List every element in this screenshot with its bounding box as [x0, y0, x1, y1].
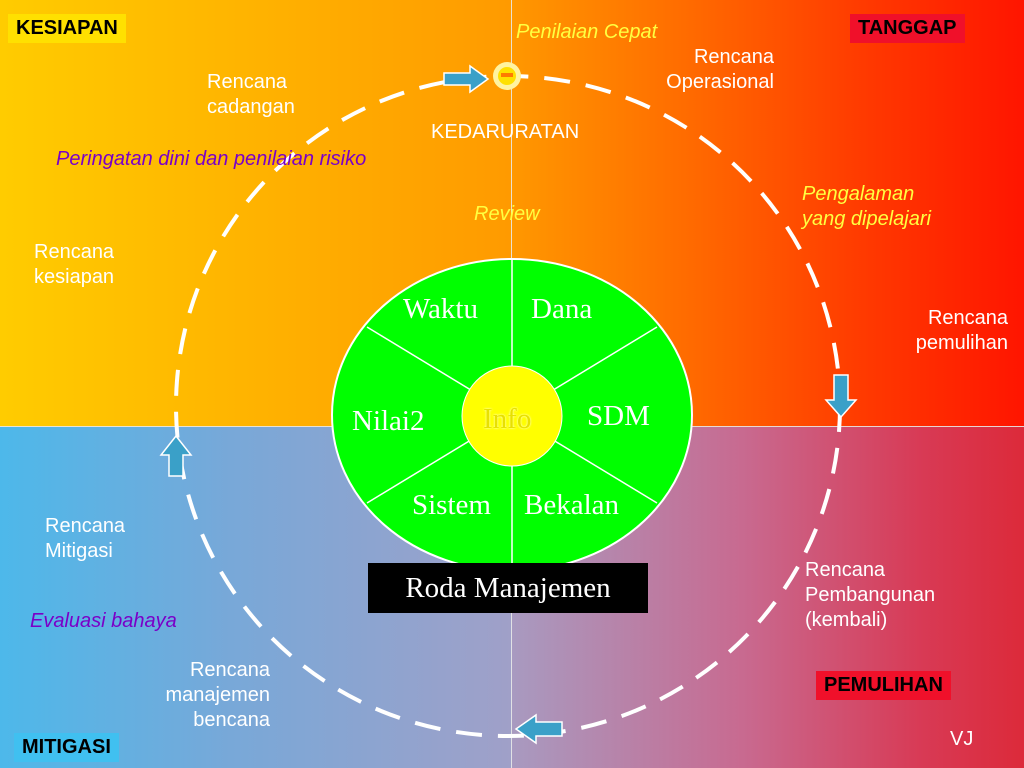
- author-initials: VJ: [950, 728, 974, 750]
- label-kedaruratan: KEDARURATAN: [431, 121, 580, 143]
- label-rencana-manajemen-bencana: Rencana manajemen bencana: [165, 659, 270, 731]
- arrow-down-icon: [824, 374, 858, 419]
- label-evaluasi-bahaya: Evaluasi bahaya: [30, 610, 177, 632]
- arrow-left-icon: [514, 713, 563, 745]
- wheel-segment-sistem: Sistem: [412, 489, 491, 521]
- label-peringatan-dini: Peringatan dini dan penilaian risiko: [56, 148, 367, 170]
- emergency-burst-icon: [493, 62, 521, 90]
- wheel-segment-bekalan: Bekalan: [524, 489, 620, 521]
- wheel-center-info: Info: [483, 403, 532, 435]
- arrow-up-icon: [159, 434, 193, 477]
- corner-label-tanggap: TANGGAP: [850, 14, 965, 43]
- label-review: Review: [474, 203, 540, 225]
- label-penilaian-cepat: Penilaian Cepat: [516, 21, 658, 43]
- wheel-segment-sdm: SDM: [587, 400, 650, 432]
- label-rencana-operasional: Rencana Operasional: [666, 46, 774, 93]
- wheel-segment-nilai2: Nilai2: [352, 405, 425, 437]
- wheel-segment-waktu: Waktu: [403, 293, 478, 325]
- label-rencana-cadangan: Rencana cadangan: [207, 71, 295, 118]
- label-rencana-kesiapan: Rencana kesiapan: [34, 241, 115, 288]
- label-pengalaman: Pengalaman yang dipelajari: [802, 183, 931, 230]
- label-rencana-mitigasi: Rencana Mitigasi: [45, 515, 126, 562]
- info-hub: [461, 365, 563, 467]
- corner-label-mitigasi: MITIGASI: [14, 733, 119, 762]
- wheel-segment-dana: Dana: [531, 293, 593, 325]
- corner-label-kesiapan: KESIAPAN: [8, 14, 126, 43]
- corner-label-pemulihan: PEMULIHAN: [816, 671, 951, 700]
- label-rencana-pembangunan: Rencana Pembangunan (kembali): [805, 559, 936, 631]
- diagram-title: Roda Manajemen: [368, 563, 648, 613]
- label-rencana-pemulihan: Rencana pemulihan: [915, 307, 1008, 354]
- arrow-right-icon: [443, 64, 490, 94]
